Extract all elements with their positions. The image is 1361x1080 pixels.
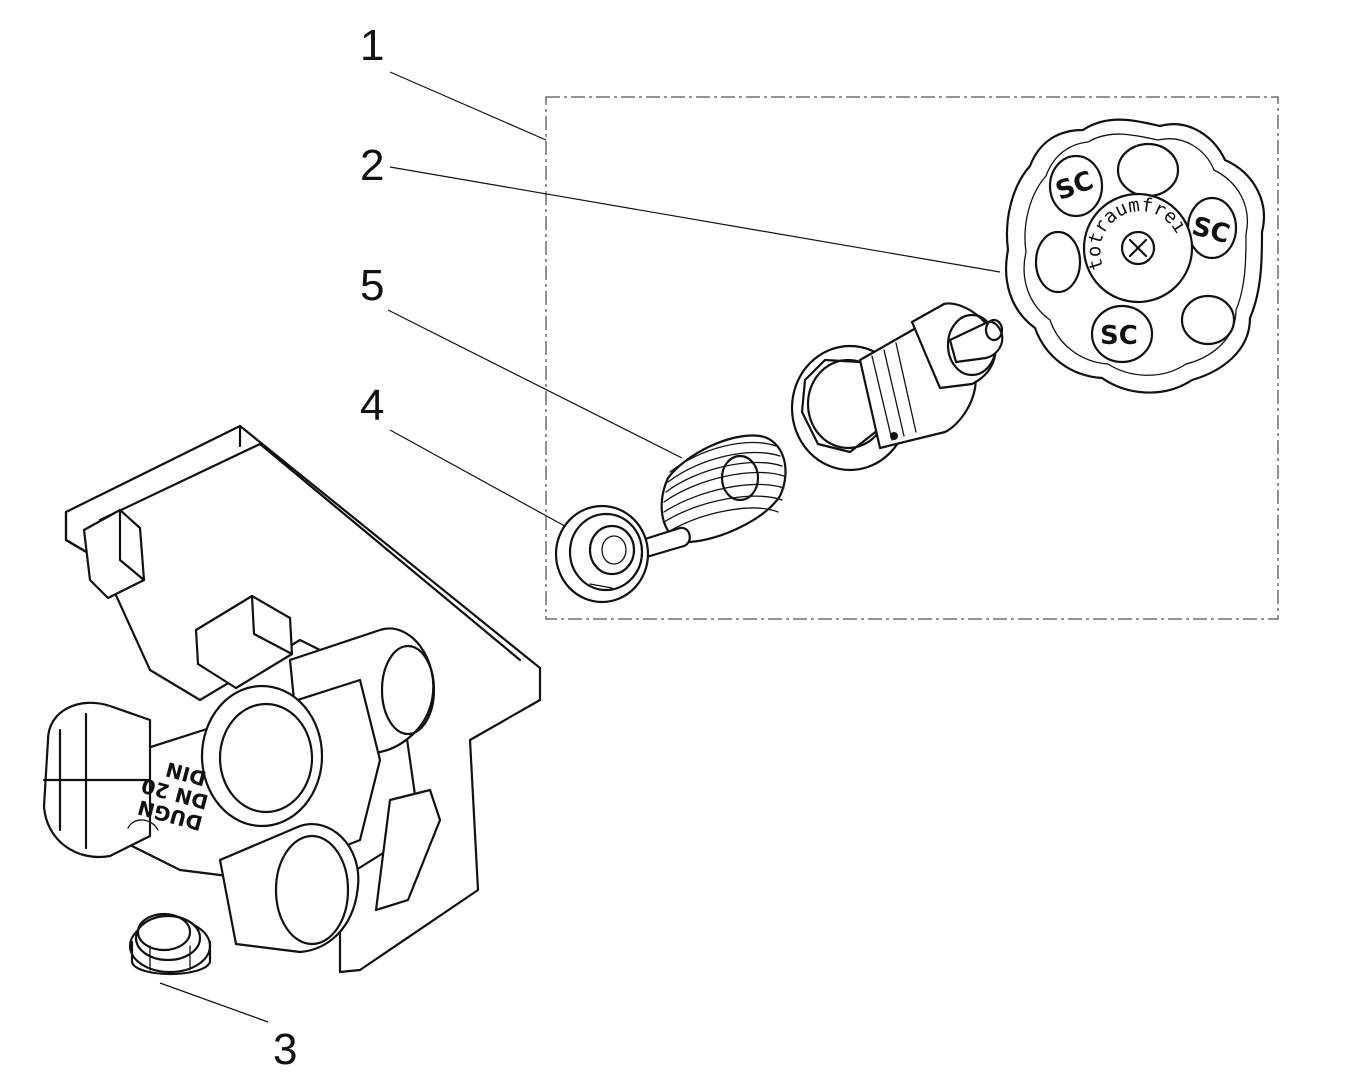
handwheel-logo-3: SC [1100, 321, 1138, 351]
callout-number-5: 5 [360, 261, 384, 310]
leader-line-2 [389, 166, 1001, 273]
leader-line-1 [389, 71, 547, 141]
handwheel: SC SC SC totraumfrei [1005, 118, 1265, 394]
valve-body-assembly: DUGN DN 20 DIN [42, 424, 542, 974]
assembly-boundary [545, 96, 1279, 620]
callout-number-4: 4 [360, 381, 384, 430]
drain-plug [128, 912, 212, 976]
leader-line-4 [389, 429, 573, 531]
valve-disc [554, 504, 691, 604]
spring [660, 434, 787, 544]
callout-number-3: 3 [273, 1025, 297, 1074]
valve-bonnet [790, 302, 1004, 472]
callout-number-1: 1 [360, 21, 384, 70]
callout-number-2: 2 [360, 141, 384, 190]
leader-line-3 [159, 982, 269, 1023]
leader-line-5 [387, 309, 683, 459]
